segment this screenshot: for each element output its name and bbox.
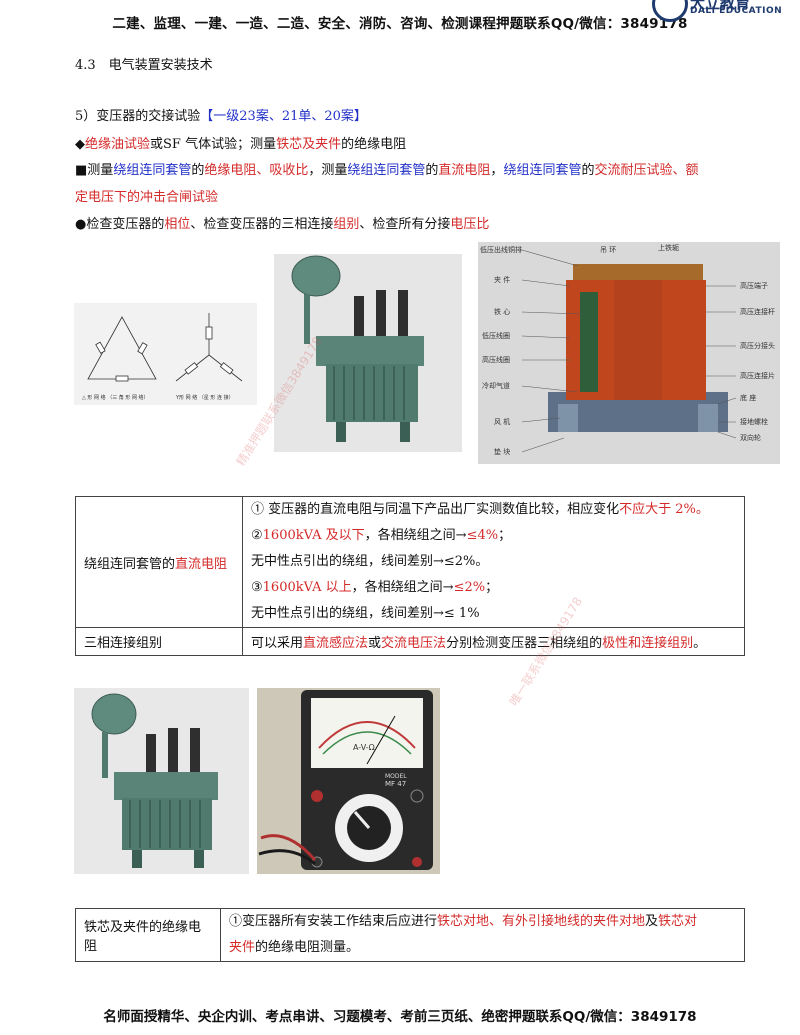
table-row-content: 可以采用直流感应法或交流电压法分别检测变压器三相绕组的极性和连接组别。 (242, 627, 745, 656)
meter-model: MF 47 (385, 780, 406, 788)
brand-logo: 大立教育 DALI EDUCATION (650, 0, 800, 22)
bullet-text: 交流耐压试验、额 (594, 163, 699, 178)
subsection-prefix: 5）变压器的交接试验 (75, 109, 201, 124)
bullet-text: 的 (581, 163, 595, 178)
meter-scale-label: A-V-Ω (353, 743, 375, 752)
bullet-text: 绝缘电阻、吸收比 (204, 163, 309, 178)
circuit-diagram-figure: △ 形 网 络 （三 角 形 网 络） Y形 网 络 （星 形 连 接） (74, 303, 257, 405)
bullet-line-3: ●检查变压器的相位、检查变压器的三相连接组别、检查所有分接电压比 (75, 216, 489, 234)
cell-text: 1600kVA 及以下 (262, 528, 365, 543)
bullet-text: 直流电阻 (438, 163, 491, 178)
cutaway-label: 夹 件 (494, 275, 510, 284)
cutaway-label: 冷却气道 (482, 381, 510, 390)
cell-text: 铁芯对地、有外引接地线的夹件对地 (437, 914, 646, 929)
page-header: 二建、监理、一建、一造、二造、安全、消防、咨询、检测课程押题联系QQ/微信：38… (112, 16, 688, 32)
cell-text: 1600kVA 以上 (262, 580, 352, 595)
bullet-line-2-cont: 定电压下的冲击合闸试验 (75, 190, 219, 205)
multimeter-photo: A-V-Ω MODEL MF 47 (257, 688, 440, 874)
meter-brand: MODEL (385, 773, 407, 780)
bullet-text: 或SF 气体试验；测量 (150, 137, 277, 152)
cell-text: ③ (251, 580, 263, 595)
dc-resistance-table: 绕组连同套管的直流电阻 ① 变压器的直流电阻与同温下产品出厂实测数值比较，相应变… (75, 496, 745, 656)
page-footer: 名师面授精华、央企内训、考点串讲、习题模考、考前三页纸、绝密押题联系QQ/微信：… (103, 1009, 697, 1025)
table-row-content: ①变压器所有安装工作结束后应进行铁芯对地、有外引接地线的夹件对地及铁芯对 夹件的… (220, 908, 745, 962)
label-delta-network: △ 形 网 络 （三 角 形 网 络） (82, 394, 149, 401)
subsection-tag: 【一级23案、21单、20案】 (200, 109, 367, 124)
cell-text: 无中性点引出的绕组，线间差别→≤2%。 (251, 554, 489, 569)
table-row-label: 绕组连同套管的直流电阻 (75, 496, 243, 628)
cell-text: 无中性点引出的绕组，线间差别→≤ 1% (251, 606, 480, 621)
cell-text: 不应大于 2%。 (619, 502, 709, 517)
logo-icon (652, 0, 688, 22)
bullet-text: ， (490, 163, 504, 178)
table-row: 三相连接组别 可以采用直流感应法或交流电压法分别检测变压器三相绕组的极性和连接组… (75, 627, 745, 656)
subsection-heading: 5）变压器的交接试验【一级23案、21单、20案】 (75, 108, 367, 126)
bullet-text: 绕组连同套管 (503, 163, 582, 178)
cutaway-label: 高压连接杆 (740, 307, 775, 316)
table-row-label: 三相连接组别 (75, 627, 243, 656)
core-clamp-insulation-table: 铁芯及夹件的绝缘电阻 ①变压器所有安装工作结束后应进行铁芯对地、有外引接地线的夹… (75, 908, 745, 962)
cutaway-label: 吊 环 (600, 246, 616, 254)
bullet-marker: ◆ (75, 137, 85, 152)
label-y-network: Y形 网 络 （星 形 连 接） (175, 394, 234, 401)
cell-text: ≤2% (453, 580, 486, 595)
bullet-text: 电压比 (450, 217, 490, 232)
bullet-text: 、检查变压器的三相连接 (190, 217, 334, 232)
cutaway-label: 高压线圈 (482, 355, 510, 364)
cell-text: ② (251, 528, 263, 543)
bullet-text: 绝缘油试验 (85, 137, 151, 152)
table-row: 铁芯及夹件的绝缘电阻 ①变压器所有安装工作结束后应进行铁芯对地、有外引接地线的夹… (75, 908, 745, 962)
cell-text: 的绝缘电阻测量。 (255, 940, 360, 955)
cutaway-label: 高压分接头 (740, 341, 775, 350)
cutaway-label: 高压端子 (740, 281, 768, 290)
bullet-text: 铁芯及夹件 (276, 137, 342, 152)
transformer-cutaway-diagram: 低压出线铜排 夹 件 铁 心 低压线圈 高压线圈 冷却气道 风 机 垫 块 吊 … (478, 242, 780, 464)
cutaway-label: 低压出线铜排 (480, 245, 522, 254)
cell-text: ，各相绕组之间→ (351, 580, 454, 595)
cell-text: 铁芯对 (658, 914, 698, 929)
cutaway-label: 高压连接片 (740, 371, 775, 380)
cutaway-label: 风 机 (494, 417, 510, 426)
bullet-marker: ● (75, 217, 87, 232)
table-row-content: ① 变压器的直流电阻与同温下产品出厂实测数值比较，相应变化不应大于 2%。 ②1… (242, 496, 745, 628)
bullet-text: 测量 (87, 163, 114, 178)
cutaway-label: 铁 心 (494, 307, 510, 316)
bullet-line-2: ■测量绕组连同套管的绝缘电阻、吸收比，测量绕组连同套管的直流电阻，绕组连同套管的… (75, 162, 698, 180)
cell-text: 及 (645, 914, 659, 929)
cutaway-label: 底 座 (740, 393, 756, 402)
logo-text-cn: 大立教育 (690, 0, 751, 12)
bullet-marker: ■ (75, 163, 88, 178)
bullet-line-1: ◆绝缘油试验或SF 气体试验；测量铁芯及夹件的绝缘电阻 (75, 136, 406, 154)
bullet-text: 组别 (333, 217, 360, 232)
cell-text: 夹件 (229, 940, 256, 955)
section-title: 4.3 电气装置安装技术 (75, 58, 213, 73)
bullet-text: 的绝缘电阻 (341, 137, 407, 152)
transformer-photo-2 (74, 688, 249, 874)
cutaway-label: 低压线圈 (482, 331, 510, 340)
transformer-photo-1 (274, 254, 462, 452)
logo-text-en: DALI EDUCATION (690, 6, 783, 16)
cutaway-label: 接地螺栓 (740, 417, 768, 426)
bullet-text: 的 (191, 163, 205, 178)
bullet-text: 绕组连同套管 (347, 163, 426, 178)
cell-text: ① 变压器的直流电阻与同温下产品出厂实测数值比较，相应变化 (251, 502, 620, 517)
bullet-text: 的 (425, 163, 439, 178)
bullet-text: 检查变压器的 (86, 217, 165, 232)
table-row-label: 铁芯及夹件的绝缘电阻 (75, 908, 221, 962)
cell-text: ，各相绕组之间→ (364, 528, 467, 543)
cutaway-label: 双向轮 (740, 433, 761, 442)
bullet-text: 相位 (164, 217, 191, 232)
cell-text: ①变压器所有安装工作结束后应进行 (229, 914, 438, 929)
bullet-text: 绕组连同套管 (113, 163, 192, 178)
table-row: 绕组连同套管的直流电阻 ① 变压器的直流电阻与同温下产品出厂实测数值比较，相应变… (75, 496, 745, 628)
cell-text: ≤4% (466, 528, 499, 543)
cutaway-label: 垫 块 (494, 447, 510, 456)
bullet-text: ，测量 (308, 163, 348, 178)
bullet-text: 、检查所有分接 (359, 217, 451, 232)
cutaway-label: 上铁轭 (658, 243, 679, 252)
